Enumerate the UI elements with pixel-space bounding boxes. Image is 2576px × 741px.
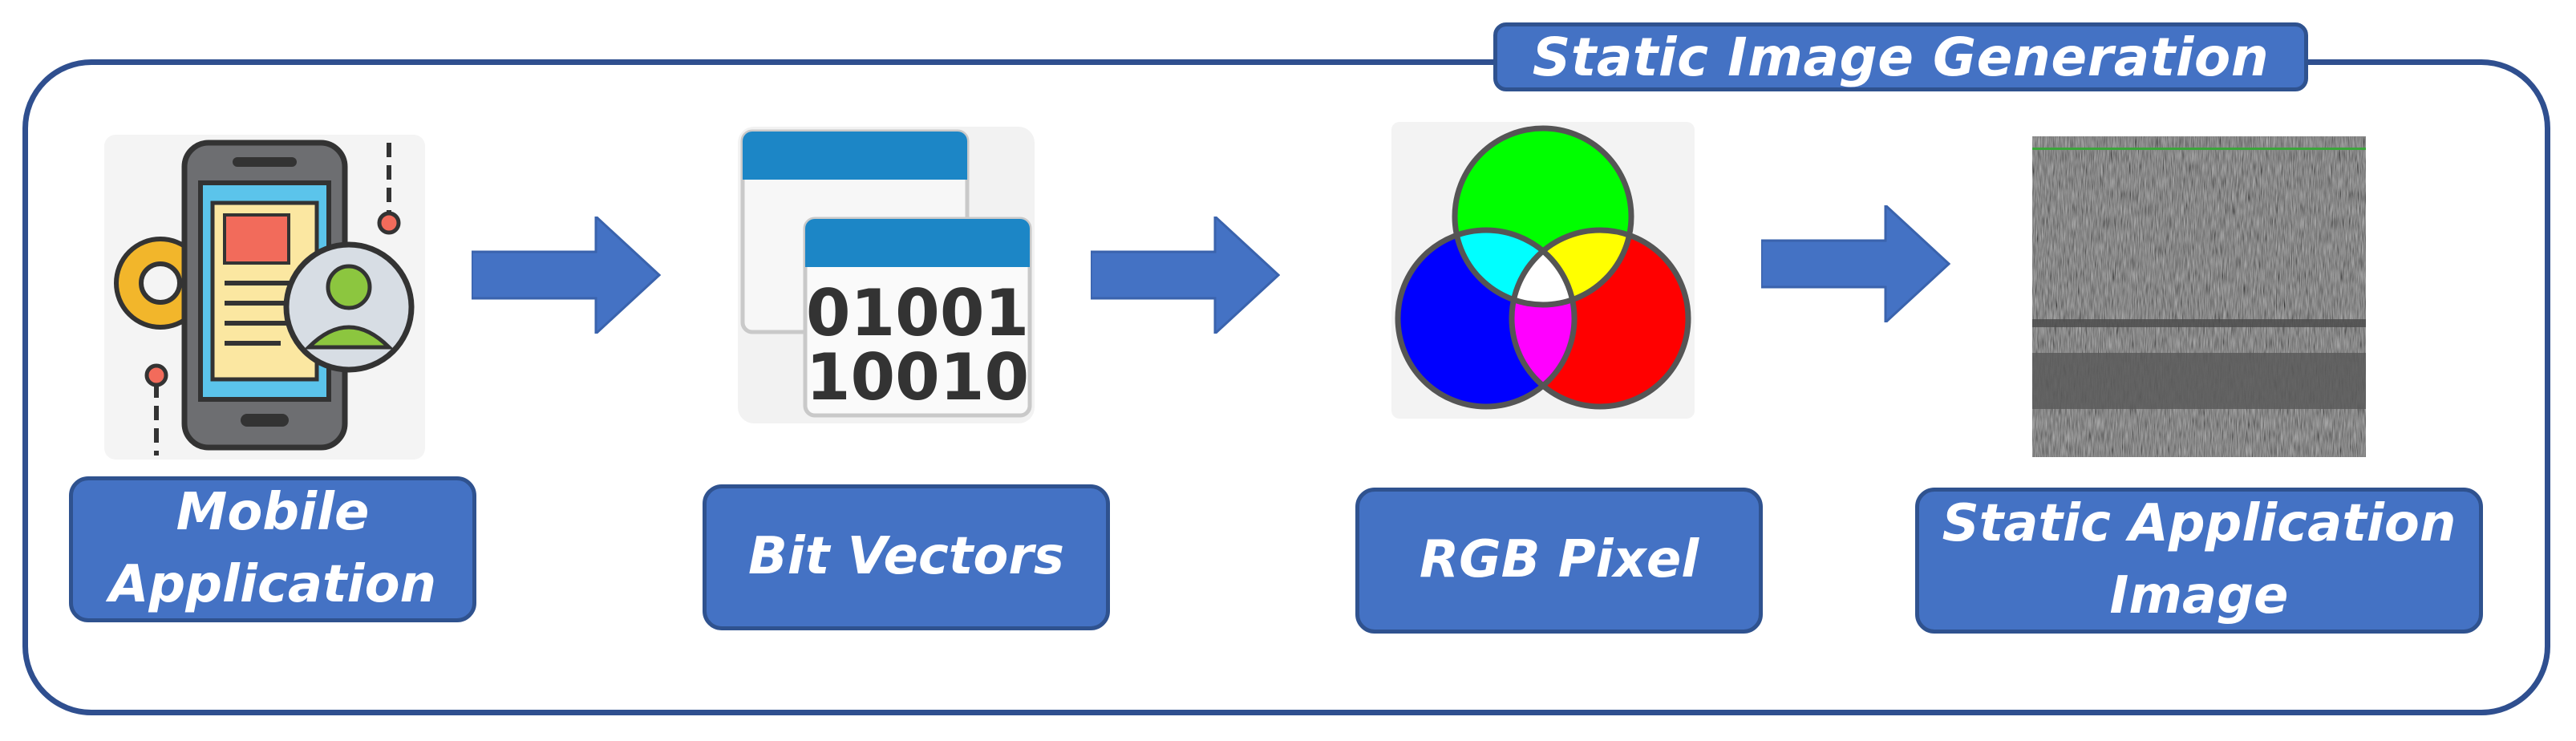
bit-row-1: 01001 — [806, 276, 1029, 350]
label-mobile-application: Mobile Application — [69, 476, 476, 622]
label-static-application-image: Static Application Image — [1915, 488, 2483, 634]
static-app-image — [2032, 136, 2366, 457]
mobile-app-icon — [104, 135, 425, 460]
arrow-1 — [470, 213, 662, 337]
bit-vectors-icon: 01001 10010 — [738, 127, 1035, 423]
pipeline-frame — [22, 59, 2550, 715]
arrow-2 — [1089, 213, 1281, 337]
rgb-pixel-icon — [1391, 122, 1695, 419]
bit-row-2: 10010 — [806, 340, 1029, 415]
label-rgb-pixel: RGB Pixel — [1355, 488, 1763, 634]
arrow-3 — [1760, 202, 1951, 326]
label-bit-vectors: Bit Vectors — [703, 484, 1110, 630]
pipeline-title: Static Image Generation — [1493, 22, 2308, 91]
